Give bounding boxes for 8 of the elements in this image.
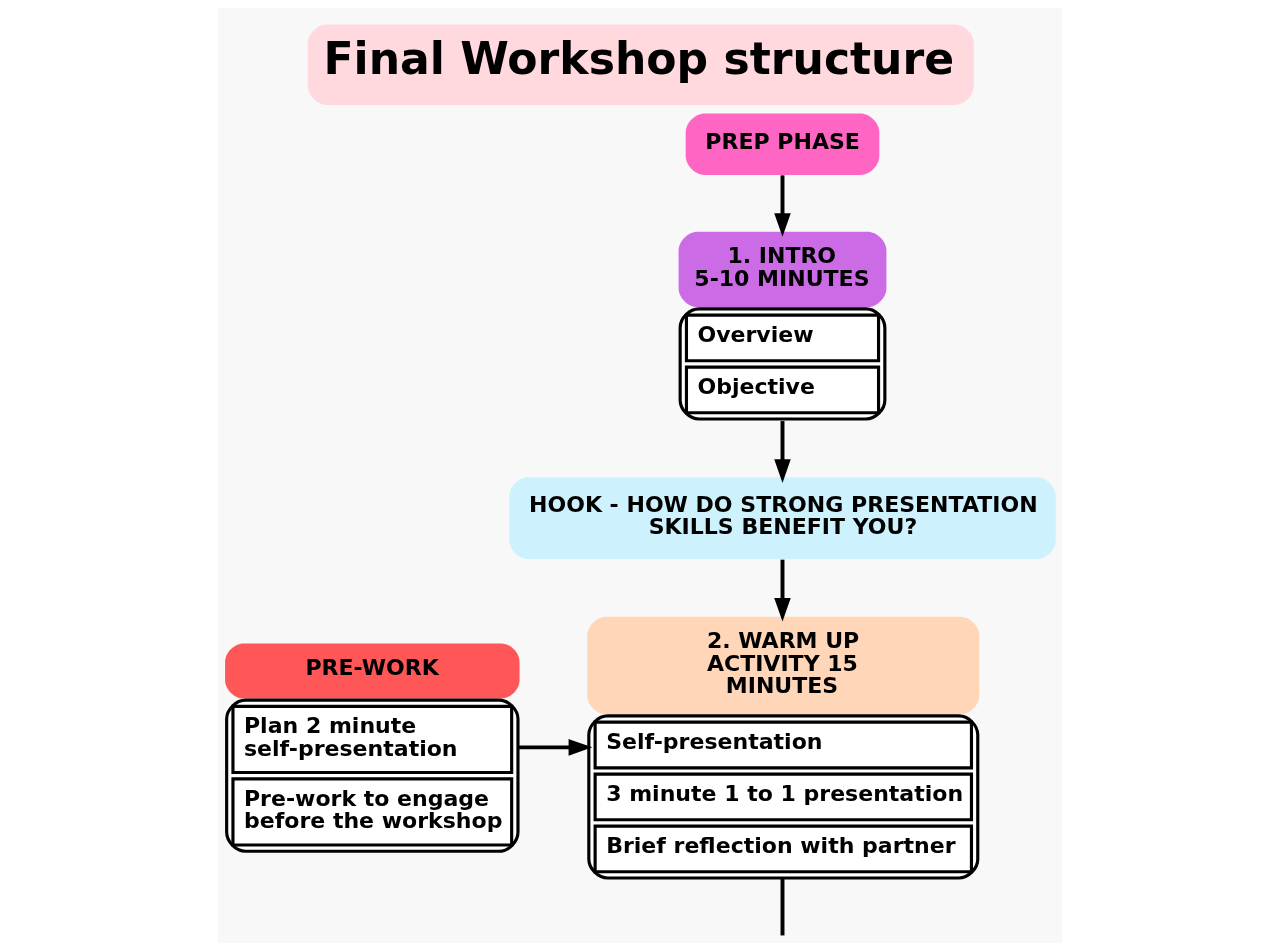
- diagram-title: Final Workshop structure: [323, 33, 954, 85]
- arrow: [773, 421, 791, 483]
- connector: [780, 879, 784, 936]
- node-box: HOOK - HOW DO STRONG PRESENTATION SKILLS BENEFIT YOU?: [508, 477, 1056, 560]
- arrow: [773, 175, 791, 237]
- arrow: [518, 739, 592, 756]
- arrow: [773, 559, 791, 622]
- node-box: PREP PHASE: [685, 113, 879, 175]
